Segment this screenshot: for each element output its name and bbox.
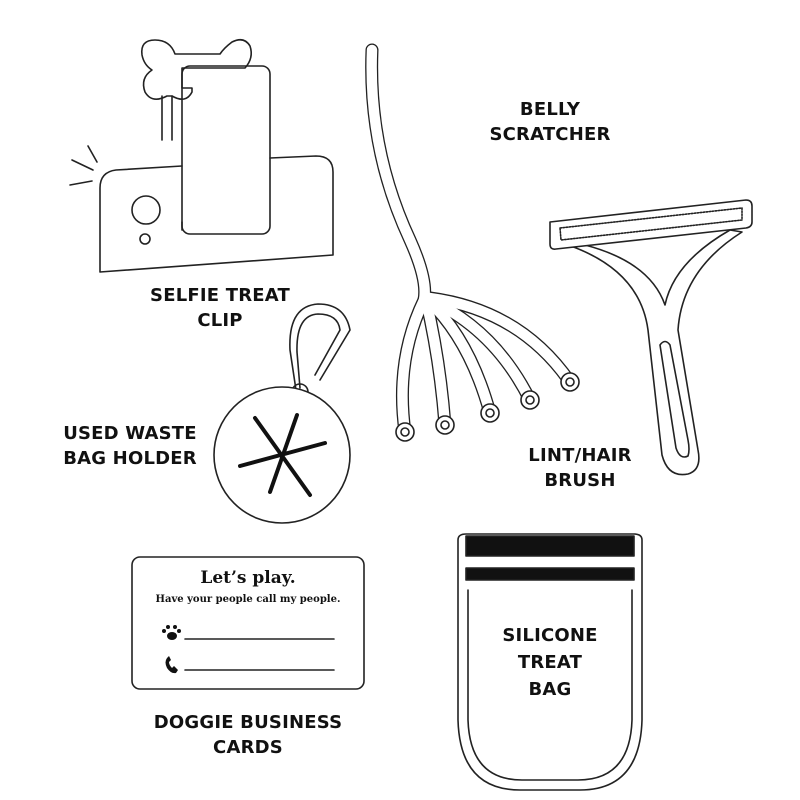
bone-treat xyxy=(140,38,252,100)
card-outline xyxy=(131,556,365,690)
label-line: SCRATCHER xyxy=(489,124,611,145)
lint-hair-brush-drawing xyxy=(549,199,753,476)
camera-lens xyxy=(131,195,161,225)
paw-icon xyxy=(162,625,181,640)
bag-band-top xyxy=(465,535,635,557)
label-line: BRUSH xyxy=(544,470,616,491)
dispenser-slit xyxy=(238,413,327,497)
brush-teeth xyxy=(559,207,743,241)
brush-handle-slot xyxy=(659,340,690,458)
label-belly-scratcher: BELLY SCRATCHER xyxy=(470,97,630,147)
phone-outline xyxy=(181,65,271,235)
flash-lines xyxy=(69,145,98,186)
label-line: BAG HOLDER xyxy=(63,448,197,469)
card-line-1 xyxy=(184,638,335,671)
phone-icon xyxy=(165,656,178,674)
label-line: CLIP xyxy=(197,310,243,331)
label-line: SELFIE TREAT xyxy=(150,285,290,306)
camera-flash xyxy=(139,233,151,245)
label-line: BELLY xyxy=(519,99,581,120)
label-line: SILICONE xyxy=(502,625,598,646)
clip-stem xyxy=(161,95,173,141)
label-line: LINT/HAIR xyxy=(528,445,632,466)
label-line: USED WASTE xyxy=(63,423,197,444)
bag-outline xyxy=(457,533,643,791)
waste-bag-holder-drawing xyxy=(213,303,351,524)
label-line: BAG xyxy=(528,679,572,700)
belly-scratcher-drawing xyxy=(365,43,580,442)
label-line: TREAT xyxy=(517,652,583,673)
silicone-treat-bag-drawing xyxy=(457,533,643,791)
business-card-drawing xyxy=(131,556,365,690)
clip-base xyxy=(99,155,334,273)
label-selfie-treat-clip: SELFIE TREAT CLIP xyxy=(130,283,310,333)
label-doggie-business-cards: DOGGIE BUSINESS CARDS xyxy=(130,710,366,760)
selfie-treat-clip-drawing xyxy=(69,38,334,273)
card-subtitle: Have your people call my people. xyxy=(155,594,341,605)
label-line: DOGGIE BUSINESS xyxy=(153,712,343,733)
label-used-waste-bag-holder: USED WASTE BAG HOLDER xyxy=(45,421,215,471)
bag-inner-outline xyxy=(467,589,633,781)
brush-handle xyxy=(567,229,743,476)
bag-band-bottom xyxy=(465,567,635,581)
carabiner xyxy=(289,303,351,391)
label-line: CARDS xyxy=(213,737,283,758)
card-title: Let’s play. xyxy=(200,568,296,588)
label-lint-hair-brush: LINT/HAIR BRUSH xyxy=(510,443,650,493)
label-silicone-treat-bag: SILICONE TREAT BAG xyxy=(480,622,620,703)
